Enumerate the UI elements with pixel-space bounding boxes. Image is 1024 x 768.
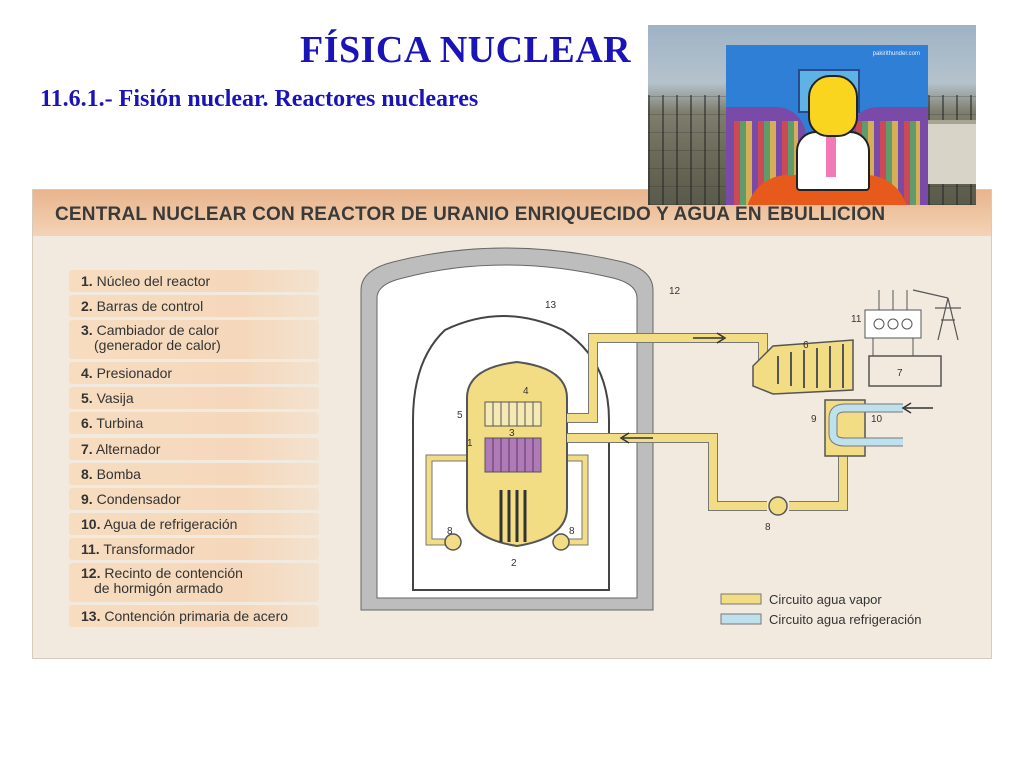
callout-11: 11 [851,314,862,325]
pump-right [553,534,569,550]
callout-5: 5 [457,410,463,421]
callout-4: 4 [523,386,529,397]
alternator [869,356,941,386]
callout-6: 6 [803,340,809,351]
image-caption: pakirithunder.com [873,51,920,57]
callout-2: 2 [511,558,517,569]
cartoon-character [808,75,858,137]
callout-7: 7 [897,368,903,379]
cartoon-tie [826,137,836,177]
callout-8-condensate: 8 [765,522,771,533]
callout-12: 12 [669,286,681,297]
legend-label-coolant: Circuito agua refrigeración [769,612,921,627]
legend-label-steam: Circuito agua vapor [769,592,882,607]
callout-9: 9 [811,414,817,425]
diagram-panel: CENTRAL NUCLEAR CON REACTOR DE URANIO EN… [32,189,992,659]
legend-swatch-steam [721,594,761,604]
callout-13: 13 [545,300,557,311]
cooling-arrow [903,403,933,413]
control-room-cartoon: pakirithunder.com [726,45,928,205]
pump-condensate [769,497,787,515]
steam-line-fill [567,338,763,418]
reactor-diagram: 1 2 3 4 5 6 7 8 8 8 9 10 11 12 13 Circui… [33,190,991,658]
legend-swatch-coolant [721,614,761,624]
callout-8-right: 8 [569,526,575,537]
slide-subtitle: 11.6.1.- Fisión nuclear. Reactores nucle… [40,86,478,113]
nuclear-plant-photo: pakirithunder.com [648,25,976,205]
callout-8-left: 8 [447,526,453,537]
callout-1: 1 [467,438,473,449]
callout-10: 10 [871,414,883,425]
slide-title: FÍSICA NUCLEAR [300,28,631,72]
callout-3: 3 [509,428,515,439]
transformer [865,310,921,338]
